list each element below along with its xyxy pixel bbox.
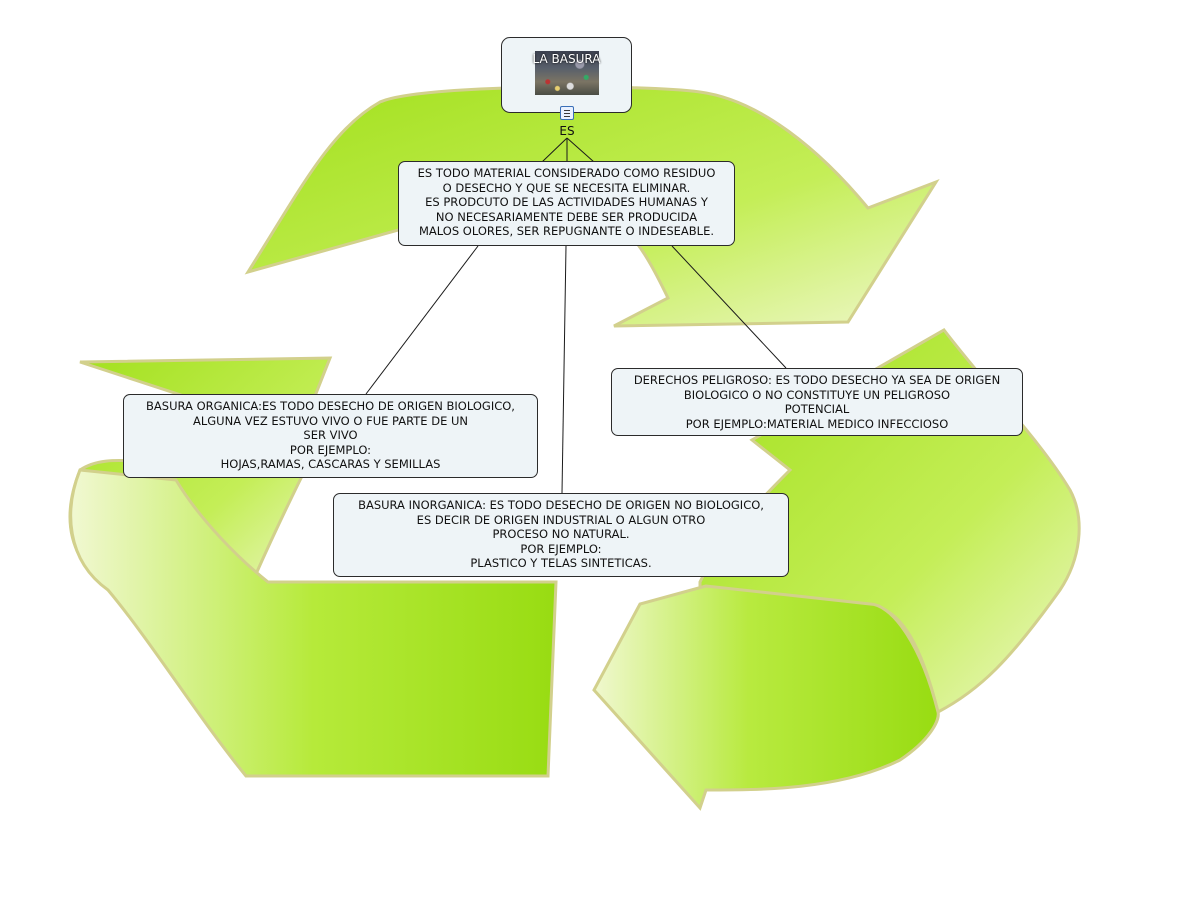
organic-line: POR EJEMPLO:	[289, 442, 372, 457]
connector-root-def-left	[541, 137, 568, 163]
organic-waste-node[interactable]: BASURA ORGANICA:ES TODO DESECHO DE ORIGE…	[123, 394, 538, 478]
connector-def-inorganica	[561, 245, 567, 494]
hazardous-line: POR EJEMPLO:MATERIAL MEDICO INFECCIOSO	[685, 416, 949, 431]
inorganic-line: BASURA INORGANICA: ES TODO DESECHO DE OR…	[358, 498, 764, 512]
inorganic-line: PROCESO NO NATURAL.	[492, 527, 630, 542]
hazardous-line: POTENCIAL	[784, 402, 850, 417]
recycle-arrow-left-body	[69, 468, 558, 778]
definition-line: ES PRODCUTO DE LAS ACTIVIDADES HUMANAS Y	[425, 195, 708, 210]
hazardous-line: BIOLOGICO O NO CONSTITUYE UN PELIGROSO	[683, 387, 951, 402]
inorganic-line: ES DECIR DE ORIGEN INDUSTRIAL O ALGUN OT…	[416, 512, 706, 527]
connector-def-organica	[365, 245, 479, 395]
root-topic-title: LA BASURA	[532, 52, 601, 66]
recycle-arrow-right-tail	[592, 584, 940, 811]
inorganic-line: POR EJEMPLO:	[520, 541, 602, 556]
hazardous-line: DERECHOS PELIGROSO: ES TODO DESECHO YA S…	[633, 373, 1001, 387]
definition-line: O DESECHO Y QUE SE NECESITA ELIMINAR.	[442, 180, 691, 195]
inorganic-line: PLASTICO Y TELAS SINTETICAS.	[470, 556, 652, 571]
definition-line: ES TODO MATERIAL CONSIDERADO COMO RESIDU…	[417, 166, 716, 180]
document-icon[interactable]	[560, 106, 574, 120]
organic-line: HOJAS,RAMAS, CASCARAS Y SEMILLAS	[220, 457, 441, 472]
garbage-photo-image	[535, 51, 599, 95]
organic-line: SER VIVO	[303, 428, 358, 443]
hazardous-waste-node[interactable]: DERECHOS PELIGROSO: ES TODO DESECHO YA S…	[611, 368, 1023, 436]
definition-line: NO NECESARIAMENTE DEBE SER PRODUCIDA	[435, 209, 698, 224]
organic-line: ALGUNA VEZ ESTUVO VIVO O FUE PARTE DE UN	[192, 413, 469, 428]
inorganic-waste-node[interactable]: BASURA INORGANICA: ES TODO DESECHO DE OR…	[333, 493, 789, 577]
link-label-es: ES	[559, 124, 575, 138]
connector-root-def-right	[566, 137, 595, 163]
root-topic-node[interactable]: LA BASURA	[501, 37, 632, 113]
connector-def-peligroso	[671, 245, 787, 369]
definition-node[interactable]: ES TODO MATERIAL CONSIDERADO COMO RESIDU…	[398, 161, 735, 246]
definition-line: MALOS OLORES, SER REPUGNANTE O INDESEABL…	[419, 224, 714, 239]
organic-line: BASURA ORGANICA:ES TODO DESECHO DE ORIGE…	[146, 399, 515, 413]
